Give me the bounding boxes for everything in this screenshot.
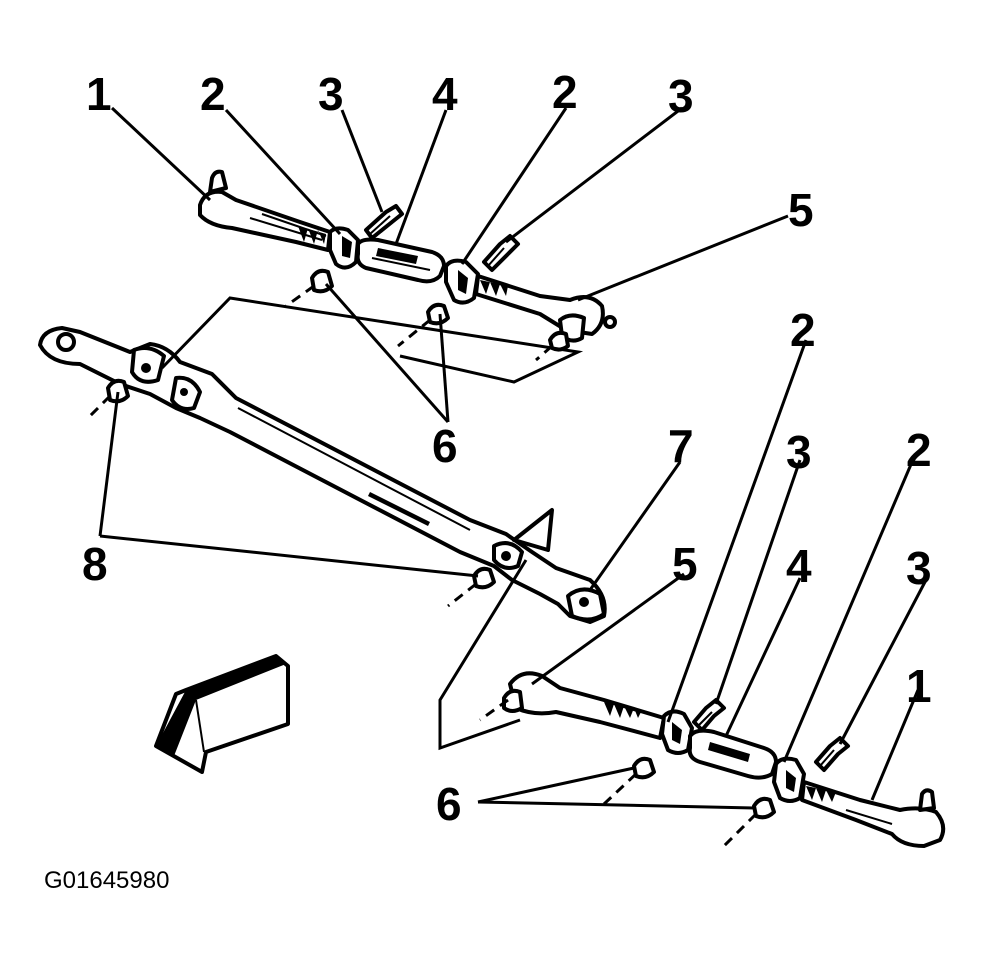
callout-top-6: 6 [432, 420, 458, 472]
bottom-left-clamp [660, 709, 694, 755]
callout-bottom-2a: 2 [790, 304, 816, 356]
top-inner-tie-rod-end [474, 274, 617, 343]
front-direction-arrow-icon [154, 654, 290, 774]
top-right-clamp [444, 258, 480, 305]
callout-labels: 1 2 3 4 2 3 5 6 7 8 2 3 2 3 5 4 1 6 [82, 66, 932, 830]
callout-top-5: 5 [788, 184, 814, 236]
bottom-left-clamp-bolt [692, 698, 726, 732]
callout-bottom-3a: 3 [786, 426, 812, 478]
top-outer-tie-rod-end [198, 169, 332, 252]
leader-lines [98, 106, 928, 810]
relay-rod [38, 326, 607, 624]
callout-top-3b: 3 [668, 70, 694, 122]
callout-8: 8 [82, 538, 108, 590]
top-left-clamp [328, 226, 360, 270]
bottom-right-clamp [772, 756, 806, 803]
bottom-tie-rod-assembly [479, 671, 946, 848]
relay-right-nut [472, 566, 496, 590]
callout-top-1: 1 [86, 68, 112, 120]
callout-top-4: 4 [432, 68, 458, 120]
figure-id: G01645980 [44, 867, 169, 894]
top-right-clamp-bolt [482, 234, 520, 272]
callout-bottom-3b: 3 [906, 542, 932, 594]
bottom-left-nut [632, 756, 656, 780]
bottom-outer-tie-rod-end [800, 780, 946, 848]
connection-outlines [160, 296, 584, 751]
bottom-adjuster-sleeve [687, 728, 778, 780]
callout-bottom-1: 1 [906, 660, 932, 712]
top-left-clamp-bolt [364, 204, 404, 240]
callout-7: 7 [668, 420, 694, 472]
top-right-nut [426, 302, 450, 326]
top-tie-rod-assembly [198, 169, 617, 362]
bottom-right-nut [752, 796, 776, 820]
bottom-inner-tie-rod-end [502, 671, 666, 740]
bottom-right-clamp-bolt [814, 736, 850, 772]
top-adjuster-sleeve [355, 237, 446, 284]
callout-bottom-5: 5 [672, 538, 698, 590]
relay-left-nut [106, 378, 130, 404]
callout-bottom-6: 6 [436, 778, 462, 830]
callout-bottom-2b: 2 [906, 424, 932, 476]
callout-top-2a: 2 [200, 68, 226, 120]
callout-bottom-4: 4 [786, 540, 812, 592]
callout-top-2b: 2 [552, 66, 578, 118]
callout-top-3a: 3 [318, 68, 344, 120]
